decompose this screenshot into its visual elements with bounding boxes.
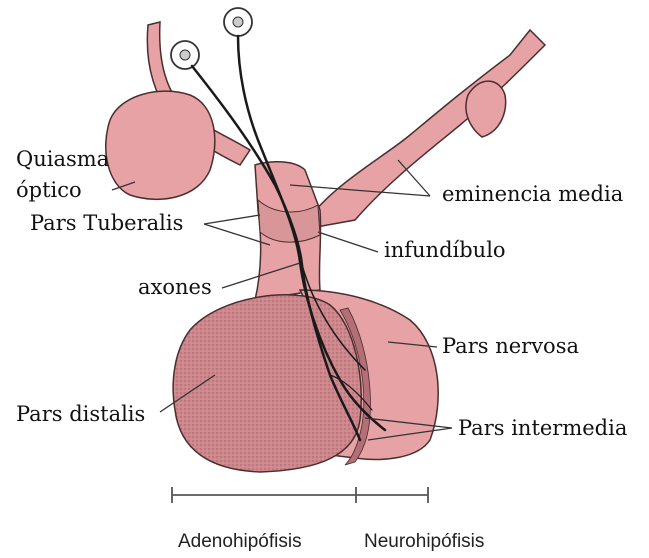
label-pars-distalis: Pars distalis [16,404,145,425]
label-axones: axones [138,277,212,298]
label-pars-intermedia: Pars intermedia [458,418,627,439]
label-optico: óptico [16,180,82,201]
label-quiasma: Quiasma [16,149,109,170]
scale-bar [172,487,428,503]
right-bulb [466,81,506,137]
label-neurohipofisis: Neurohipófisis [364,532,484,551]
optic-chiasm [106,91,215,199]
label-pars-nervosa: Pars nervosa [442,336,579,357]
label-infundibulo: infundíbulo [384,240,506,261]
label-adenohipofisis: Adenohipófisis [178,532,302,551]
label-eminencia-media: eminencia media [442,184,623,205]
label-pars-tuberalis: Pars Tuberalis [30,213,183,234]
